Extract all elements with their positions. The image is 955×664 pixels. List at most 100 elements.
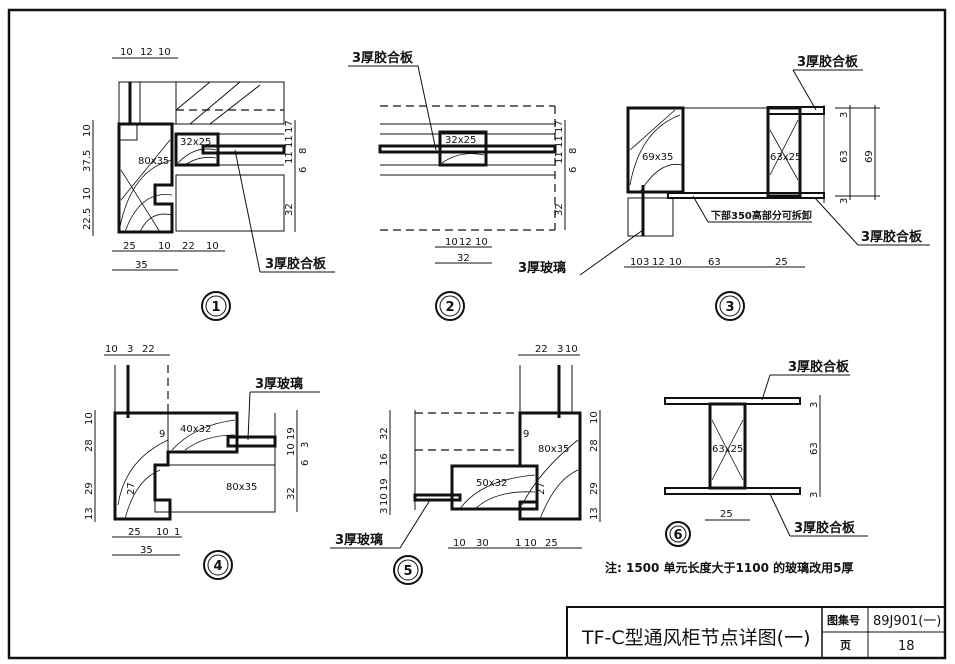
dim: 10: [630, 257, 643, 268]
dim: 10: [84, 412, 95, 425]
dim: 10: [524, 538, 537, 549]
dim: 12: [459, 237, 472, 248]
bead-size-label: 32x25: [445, 135, 476, 146]
dim: 8: [298, 148, 309, 154]
plywood-panel: [201, 144, 286, 155]
dim: 22: [182, 241, 195, 252]
plywood-label: 3厚胶合板: [797, 54, 859, 70]
dim: 22.5: [82, 208, 93, 230]
dim: 10: [158, 241, 171, 252]
dim: 69: [864, 150, 875, 163]
timber-size-label: 50x32: [476, 478, 507, 489]
dim: 10: [105, 344, 118, 355]
dim: 13: [84, 507, 95, 520]
glass-pane: [226, 435, 277, 448]
removable-note: 下部350高部分可拆卸: [711, 209, 812, 222]
dim: 1: [515, 538, 521, 549]
detail-number: 2: [445, 300, 454, 315]
plywood-label: 3厚胶合板: [265, 256, 327, 272]
dim: 17: [284, 120, 295, 133]
timber-63x25: [708, 402, 747, 490]
dim: 10: [445, 237, 458, 248]
dim: 3: [643, 257, 649, 268]
plywood-label: 3厚胶合板: [861, 229, 923, 245]
dim: 11: [554, 135, 565, 148]
dim: 63: [839, 150, 850, 163]
detail-number: 3: [725, 300, 734, 315]
bead-timber: [438, 130, 488, 167]
detail-6: 63x25 3 63 3 25 3厚胶合板 3厚胶合板 6: [664, 359, 868, 547]
dim: 10: [156, 527, 169, 538]
dim: 35: [135, 260, 148, 271]
timber-size-label: 80x35: [226, 482, 257, 493]
dim: 6: [568, 167, 579, 173]
dim: 25: [775, 257, 788, 268]
dim: 10: [206, 241, 219, 252]
timber-size-label: 69x35: [642, 152, 673, 163]
sheet-border: [7, 8, 947, 660]
dim: 3: [379, 508, 390, 514]
dim: 32: [286, 487, 297, 500]
timber-40x32: [167, 412, 239, 453]
detail-number: 6: [673, 528, 682, 543]
dim: 6: [300, 460, 311, 466]
detail-number: 5: [403, 564, 412, 579]
plywood-label: 3厚胶合板: [794, 520, 856, 536]
dim: 9: [523, 429, 529, 440]
dim: 32: [284, 203, 295, 216]
note-text: 注: 1500 单元长度大于1100 的玻璃改用5厚: [605, 560, 853, 575]
timber-size-label: 80x35: [138, 156, 169, 167]
dim: 27: [536, 482, 547, 495]
dim: 11: [554, 151, 565, 164]
detail-2: 32x25 17 11 8 11 6 32 10 12 10 32 3厚胶合板 …: [348, 50, 579, 321]
dim: 3: [557, 344, 563, 355]
glass-pane: [413, 493, 462, 502]
timber-size-label: 40x32: [180, 424, 211, 435]
dim: 25: [720, 509, 733, 520]
glass-label: 3厚玻璃: [255, 376, 303, 392]
dim: 10: [669, 257, 682, 268]
dim: 63: [809, 442, 820, 455]
timber-69x35: [626, 106, 685, 194]
dim: 11: [284, 135, 295, 148]
frame-timber: [113, 411, 239, 521]
timber-size-label: 63x25: [712, 444, 743, 455]
dim: 35: [140, 545, 153, 556]
timber-size-label: 80x35: [538, 444, 569, 455]
dim: 3: [300, 442, 311, 448]
dim: 3: [127, 344, 133, 355]
dim: 17: [554, 120, 565, 133]
drawing-title: TF-C型通风柜节点详图(一): [581, 627, 810, 649]
dim: 25: [128, 527, 141, 538]
dim: 3: [839, 198, 850, 204]
dim: 32: [379, 427, 390, 440]
dim: 3: [839, 112, 850, 118]
dim: 27: [126, 482, 137, 495]
plywood-label: 3厚胶合板: [352, 50, 414, 66]
dim: 9: [159, 429, 165, 440]
dim: 25: [545, 538, 558, 549]
dim: 32: [457, 253, 470, 264]
dim: 25: [123, 241, 136, 252]
dim: 10: [82, 124, 93, 137]
atlas-label: 图集号: [827, 613, 860, 627]
dim: 29: [589, 482, 600, 495]
dim: 37.5: [82, 150, 93, 172]
dim: 10: [158, 47, 171, 58]
dim: 63: [708, 257, 721, 268]
detail-5: 80x35 50x32 9 27 22 3 10 32 16 19 10 3 1…: [330, 344, 601, 585]
dim: 12: [652, 257, 665, 268]
dim: 13: [589, 507, 600, 520]
timber-size-label: 63x25: [770, 152, 801, 163]
detail-number: 1: [211, 300, 220, 315]
detail-4: 40x32 80x35 9 27 10 3 22 10 28 29 13 19 …: [84, 344, 320, 580]
dim: 10: [589, 411, 600, 424]
dim: 28: [84, 439, 95, 452]
dim: 10: [453, 538, 466, 549]
dim: 10: [120, 47, 133, 58]
dim: 30: [476, 538, 489, 549]
plywood-label: 3厚胶合板: [788, 359, 850, 375]
dim: 22: [535, 344, 548, 355]
dim: 22: [142, 344, 155, 355]
